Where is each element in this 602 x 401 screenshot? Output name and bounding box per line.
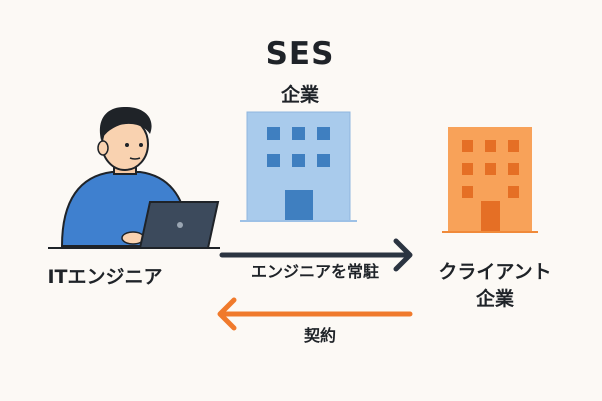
arrow-to-engineer <box>217 297 413 331</box>
ses-subtitle: 企業 <box>280 84 319 106</box>
client-label: クライアント 企業 <box>420 259 570 313</box>
contract-label: 契約 <box>303 326 336 345</box>
engineer-icon <box>48 106 220 249</box>
engineer-label: ITエンジニア <box>47 266 163 288</box>
ses-title: SES <box>265 36 335 72</box>
ses-building-icon <box>240 111 357 222</box>
client-label-line2: 企業 <box>475 288 514 310</box>
dispatch-label: エンジニアを常駐 <box>250 262 379 281</box>
client-building-icon <box>442 127 538 233</box>
client-label-line1: クライアント <box>438 261 552 283</box>
arrow-to-client <box>219 238 413 272</box>
